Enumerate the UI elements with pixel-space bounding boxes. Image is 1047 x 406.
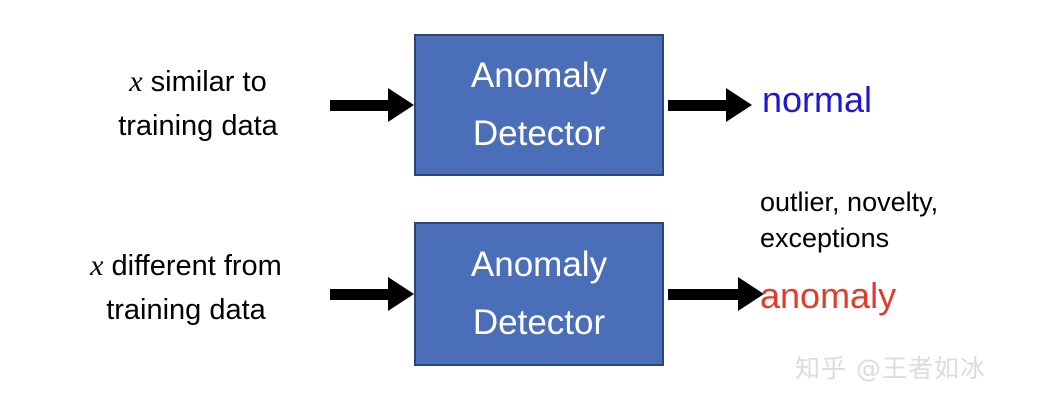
arrow-output-top bbox=[668, 88, 752, 122]
arrow-input-bottom bbox=[330, 277, 414, 311]
variable-x-bottom: x bbox=[90, 249, 104, 282]
input-label-top-line1: x similar to bbox=[78, 60, 318, 104]
anomaly-detector-box-top: Anomaly Detector bbox=[414, 34, 664, 176]
input-label-top: x similar to training data bbox=[78, 60, 318, 148]
watermark: 知乎 @王者如冰 bbox=[795, 354, 986, 383]
arrow-head-icon bbox=[738, 277, 764, 311]
synonyms-line2: exceptions bbox=[760, 223, 890, 253]
arrow-output-bottom bbox=[668, 277, 764, 311]
input-label-bottom: x different from training data bbox=[38, 244, 334, 332]
input-label-top-line1-rest: similar to bbox=[142, 66, 267, 98]
synonyms-line1: outlier, novelty, bbox=[760, 187, 939, 217]
arrow-shaft bbox=[330, 288, 389, 300]
detector-box-bottom-line2: Detector bbox=[472, 303, 606, 342]
variable-x-top: x bbox=[129, 65, 143, 98]
input-label-bottom-line1-rest: different from bbox=[103, 250, 282, 282]
arrow-input-top bbox=[330, 88, 414, 122]
arrow-head-icon bbox=[388, 88, 414, 122]
arrow-shaft bbox=[668, 99, 727, 111]
arrow-shaft bbox=[330, 99, 389, 111]
detector-box-bottom-line1: Anomaly bbox=[470, 245, 608, 284]
detector-box-top-line2: Detector bbox=[472, 114, 606, 153]
input-label-bottom-line2: training data bbox=[106, 294, 266, 326]
arrow-head-icon bbox=[726, 88, 752, 122]
arrow-shaft bbox=[668, 288, 739, 300]
output-label-anomaly: anomaly bbox=[760, 275, 897, 316]
output-label-normal: normal bbox=[762, 79, 873, 120]
detector-box-top-line1: Anomaly bbox=[470, 56, 608, 95]
input-label-top-line2: training data bbox=[118, 110, 278, 142]
arrow-head-icon bbox=[388, 277, 414, 311]
synonyms-note: outlier, novelty, exceptions bbox=[760, 184, 938, 256]
input-label-bottom-line1: x different from bbox=[38, 244, 334, 288]
anomaly-detector-box-bottom: Anomaly Detector bbox=[414, 222, 664, 366]
